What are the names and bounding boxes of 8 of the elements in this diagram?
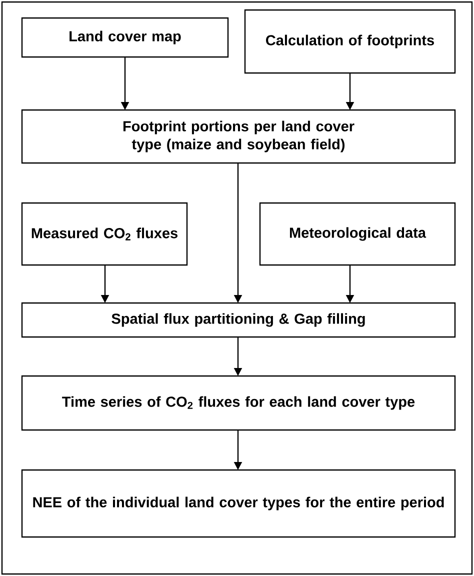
process-box: Time series of CO$_{2}$ fluxes for each land cover type bbox=[21, 375, 456, 431]
process-box: Measured CO$_{2}$ fluxes bbox=[21, 202, 188, 266]
process-box: Spatial flux partitioning & Gap filling bbox=[21, 302, 456, 338]
process-box: NEE of the individual land cover types for the entire period bbox=[21, 469, 456, 538]
process-box: Meteorological data bbox=[259, 202, 456, 266]
process-box: Footprint portions per land cover type (maize and soybean field) bbox=[21, 109, 456, 164]
process-box: Calculation of footprints bbox=[244, 9, 456, 74]
process-box: Land cover map bbox=[21, 17, 229, 58]
